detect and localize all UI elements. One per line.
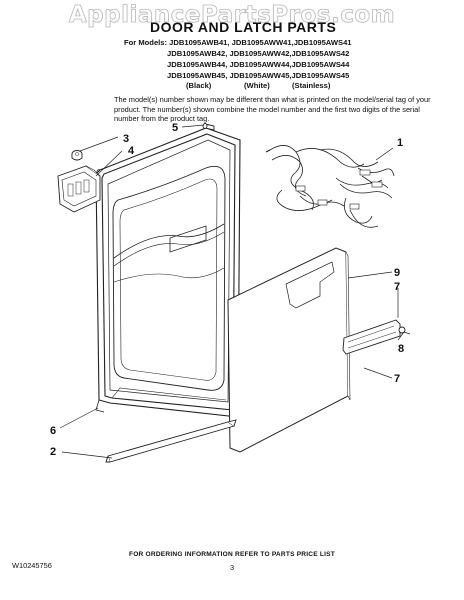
model-number-note: The model(s) number shown may be differe… (114, 95, 431, 123)
page-title: DOOR AND LATCH PARTS (150, 19, 337, 35)
grommet-part (71, 150, 83, 161)
latch-assembly (57, 165, 101, 213)
model-row: For Models: JDB1095AWB41, JDB1095AWW41,J… (124, 38, 352, 47)
callout-8: 8 (398, 343, 404, 355)
inner-door-panel (95, 127, 241, 418)
model-number: JDB1095AWS45 (291, 71, 350, 80)
callout-9: 9 (394, 267, 400, 279)
model-number: JDB1095AWS42 (291, 49, 350, 58)
model-number: JDB1095AWS44 (291, 60, 350, 69)
bottom-gasket (105, 419, 237, 463)
model-number: JDB1095AWS41 (293, 38, 352, 47)
model-number: JDB1095AWB45 (167, 71, 226, 80)
callout-7-lower: 7 (394, 373, 400, 385)
callout-6: 6 (50, 425, 56, 437)
color-white-label: (White) (244, 81, 270, 90)
wire-harness (265, 145, 395, 228)
color-black-label: (Black) (186, 81, 212, 90)
callout-2: 2 (50, 446, 56, 458)
screw-part (202, 123, 215, 131)
model-number: JDB1095AWW41 (231, 38, 292, 47)
callout-3: 3 (123, 133, 129, 145)
model-number: JDB1095AWB42 (167, 49, 226, 58)
model-list: For Models: JDB1095AWB41, JDB1095AWW41,J… (124, 37, 352, 48)
latch-bracket (342, 319, 411, 355)
page-number: 3 (229, 563, 235, 572)
model-row: JDB1095AWB45, JDB1095AWW45,JDB1095AWS45 (167, 71, 350, 80)
watermark: AppliancePartsPros.com (68, 2, 396, 29)
model-number: JDB1095AWW45 (229, 71, 290, 80)
model-number: JDB1095AWB41 (169, 38, 228, 47)
outer-door-panel (227, 247, 351, 453)
document-number: W10245756 (12, 561, 52, 570)
callout-4: 4 (128, 145, 135, 157)
model-number: JDB1095AWW42 (229, 49, 290, 58)
callout-5: 5 (172, 122, 178, 134)
callout-7-upper: 7 (394, 281, 400, 293)
model-list-continued: JDB1095AWB42, JDB1095AWW42,JDB1095AWS42 … (167, 48, 349, 81)
models-prefix: For Models: (124, 38, 168, 47)
model-row: JDB1095AWB44, JDB1095AWW44,JDB1095AWS44 (167, 60, 350, 69)
leader-lines (59, 124, 405, 459)
model-row: JDB1095AWB42, JDB1095AWW42,JDB1095AWS42 (167, 49, 350, 58)
ordering-info: FOR ORDERING INFORMATION REFER TO PARTS … (129, 551, 335, 558)
color-stainless-label: (Stainless) (292, 81, 331, 90)
model-number: JDB1095AWW44 (229, 60, 290, 69)
model-number: JDB1095AWB44 (167, 60, 226, 69)
callout-1: 1 (397, 137, 403, 149)
